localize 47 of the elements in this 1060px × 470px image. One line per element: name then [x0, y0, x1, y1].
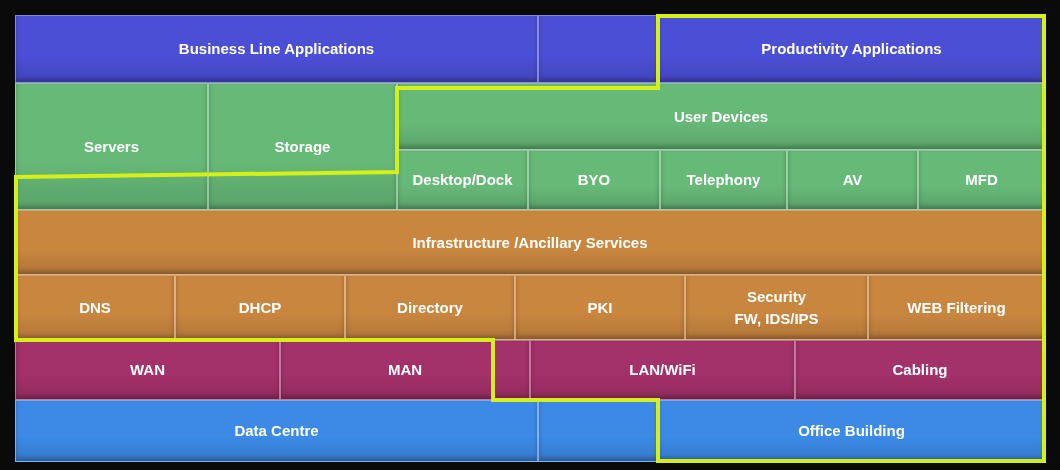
- layer-block: [175, 275, 345, 340]
- block-label: Office Building: [798, 421, 905, 442]
- block-label: FW, IDS/IPS: [734, 308, 819, 329]
- layer-block: [658, 400, 1045, 462]
- layer-block: [15, 340, 280, 400]
- block-label: Directory: [397, 297, 463, 318]
- block-label: Productivity Applications: [761, 39, 942, 60]
- block-label: Cabling: [892, 360, 948, 381]
- layer-block: [397, 150, 528, 210]
- layer-block: [345, 275, 515, 340]
- layer-block: [15, 15, 538, 83]
- block-label: Storage: [274, 136, 331, 157]
- block-label: WEB Filtering: [907, 297, 1006, 318]
- layer-block: [787, 150, 918, 210]
- block-label: LAN/WiFi: [629, 360, 696, 381]
- layer-block: [528, 150, 660, 210]
- layer-block: [15, 83, 208, 210]
- block-label: MAN: [387, 360, 423, 381]
- layer-block: [685, 275, 868, 340]
- block-label: User Devices: [673, 106, 769, 127]
- layer-block: [280, 340, 530, 400]
- block-label: Business Line Applications: [178, 39, 375, 60]
- block-label: AV: [842, 170, 863, 191]
- layer-block: [918, 150, 1045, 210]
- layer-block: [658, 15, 1045, 83]
- block-label: Infrastructure /Ancillary Services: [412, 232, 648, 253]
- block-label: BYO: [577, 170, 611, 191]
- block-label: Desktop/Dock: [412, 170, 513, 191]
- block-label: Telephony: [686, 170, 761, 191]
- layer-block: [530, 340, 795, 400]
- layer-block: [15, 275, 175, 340]
- block-label: Security: [746, 286, 807, 307]
- layer-block: [208, 83, 397, 210]
- block-label: Servers: [83, 136, 140, 157]
- block-label: WAN: [130, 360, 165, 381]
- layer-block: [397, 83, 1045, 150]
- layer-block: [515, 275, 685, 340]
- layer-block: [15, 210, 1045, 275]
- block-label: Data Centre: [234, 421, 319, 442]
- block-label: PKI: [587, 297, 613, 318]
- layer-block: [660, 150, 787, 210]
- layer-block: [868, 275, 1045, 340]
- block-label: DNS: [79, 297, 111, 318]
- layer-block: [15, 400, 538, 462]
- block-label: MFD: [965, 170, 998, 191]
- layer-block: [795, 340, 1045, 400]
- block-label: DHCP: [238, 297, 282, 318]
